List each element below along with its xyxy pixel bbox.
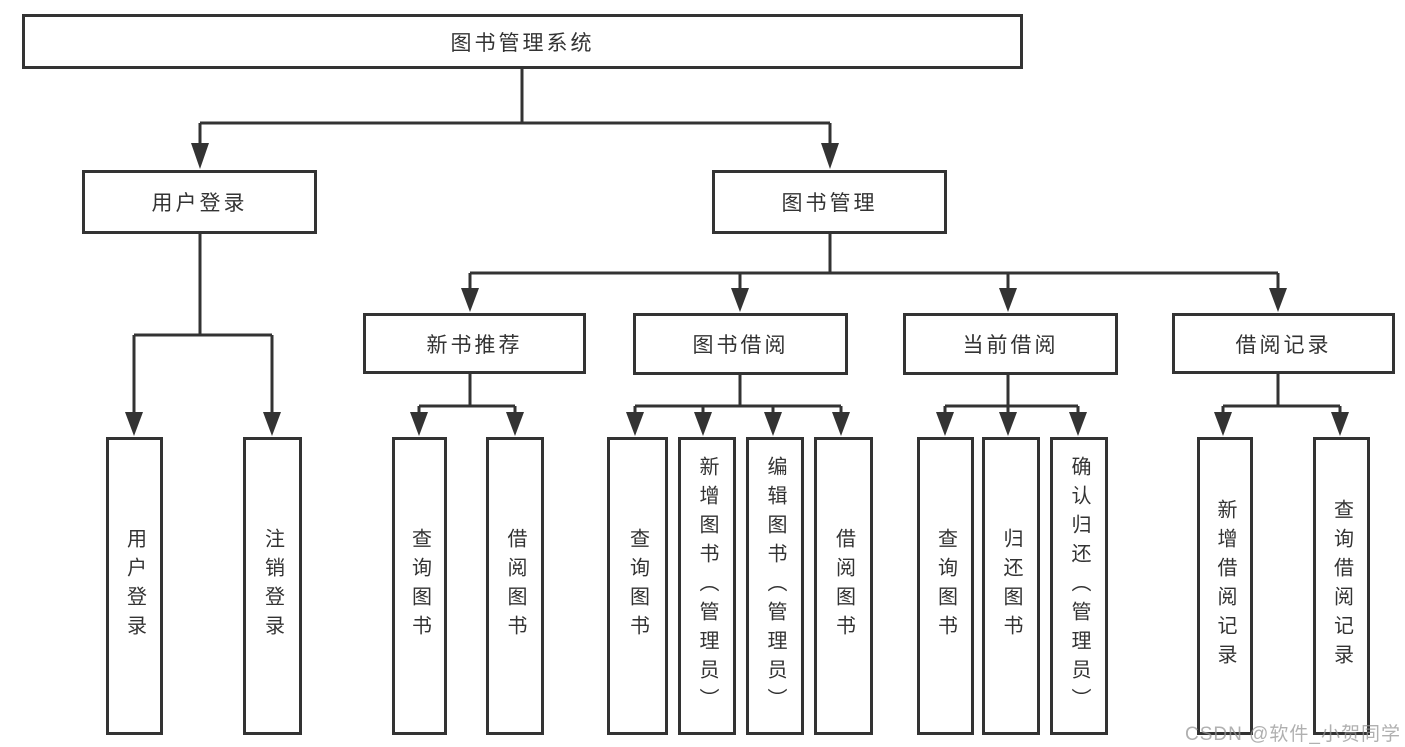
arrowhead xyxy=(832,412,850,436)
leaf-borrowing-borrow-books: 借阅图书 xyxy=(814,437,873,735)
arrowhead xyxy=(125,412,143,436)
connector-borrow-records-to-leaves xyxy=(1214,374,1349,436)
arrowhead xyxy=(821,143,839,169)
csdn-watermark: CSDN @软件_小贺同学 xyxy=(1185,724,1401,745)
node-new-book-recommend: 新书推荐 xyxy=(363,313,586,374)
leaf-records-add-record-label: 新增借阅记录 xyxy=(1214,499,1236,673)
node-current-borrowing: 当前借阅 xyxy=(903,313,1118,375)
leaf-newbooks-query-books-label: 查询图书 xyxy=(408,528,431,644)
arrowhead xyxy=(1069,412,1087,436)
leaf-newbooks-borrow-books: 借阅图书 xyxy=(486,437,544,735)
node-book-borrowing: 图书借阅 xyxy=(633,313,848,375)
node-book-management-label: 图书管理 xyxy=(781,192,878,215)
leaf-current-query-books-label: 查询图书 xyxy=(934,528,957,644)
arrowhead xyxy=(694,412,712,436)
leaf-current-return-books: 归还图书 xyxy=(982,437,1040,735)
arrowhead xyxy=(764,412,782,436)
leaf-current-query-books: 查询图书 xyxy=(917,437,974,735)
arrowhead xyxy=(263,412,281,436)
leaf-borrowing-edit-books-admin: 编辑图书（管理员） xyxy=(746,437,804,735)
leaf-user-login-label: 用户登录 xyxy=(123,528,146,644)
leaf-records-query-record-label: 查询借阅记录 xyxy=(1330,499,1353,673)
arrowhead xyxy=(936,412,954,436)
leaf-user-login: 用户登录 xyxy=(106,437,163,735)
connector-user-login-to-leaves xyxy=(125,234,281,436)
leaf-borrowing-edit-books-admin-label: 编辑图书（管理员） xyxy=(764,455,786,717)
leaf-borrowing-add-books-admin-label: 新增图书（管理员） xyxy=(696,455,718,717)
node-root-label: 图书管理系统 xyxy=(450,31,595,55)
leaf-current-confirm-return-admin-label: 确认归还（管理员） xyxy=(1068,455,1090,717)
leaf-current-confirm-return-admin: 确认归还（管理员） xyxy=(1050,437,1108,735)
arrowhead xyxy=(191,143,209,169)
arrowhead xyxy=(626,412,644,436)
leaf-logout-login-label: 注销登录 xyxy=(261,528,284,644)
connector-current-borrow-to-leaves xyxy=(936,375,1087,436)
node-book-management: 图书管理 xyxy=(712,170,947,234)
connector-book-mgmt-to-level3 xyxy=(461,234,1287,312)
arrowhead xyxy=(410,412,428,436)
arrowhead xyxy=(1331,412,1349,436)
node-borrowing-records: 借阅记录 xyxy=(1172,313,1395,374)
node-book-borrowing-label: 图书借阅 xyxy=(692,334,789,357)
arrowhead xyxy=(731,288,749,312)
leaf-current-return-books-label: 归还图书 xyxy=(1000,528,1022,644)
arrowhead xyxy=(1214,412,1232,436)
leaf-borrowing-query-books: 查询图书 xyxy=(607,437,668,735)
connector-book-borrow-to-leaves xyxy=(626,375,850,436)
leaf-newbooks-query-books: 查询图书 xyxy=(392,437,447,735)
node-root-system: 图书管理系统 xyxy=(22,14,1023,69)
connector-root-to-level2 xyxy=(191,69,839,169)
leaf-borrowing-add-books-admin: 新增图书（管理员） xyxy=(678,437,736,735)
connector-new-books-to-leaves xyxy=(410,374,524,436)
node-current-borrowing-label: 当前借阅 xyxy=(962,334,1059,357)
arrowhead xyxy=(506,412,524,436)
arrowhead xyxy=(999,412,1017,436)
leaf-newbooks-borrow-books-label: 借阅图书 xyxy=(504,528,526,644)
node-new-book-recommend-label: 新书推荐 xyxy=(426,333,523,357)
arrowhead xyxy=(1269,288,1287,312)
node-borrowing-records-label: 借阅记录 xyxy=(1235,333,1332,357)
leaf-records-query-record: 查询借阅记录 xyxy=(1313,437,1370,735)
leaf-records-add-record: 新增借阅记录 xyxy=(1197,437,1253,735)
leaf-logout-login: 注销登录 xyxy=(243,437,302,735)
leaf-borrowing-query-books-label: 查询图书 xyxy=(626,528,649,644)
arrowhead xyxy=(999,288,1017,312)
node-user-login-label: 用户登录 xyxy=(151,192,248,215)
leaf-borrowing-borrow-books-label: 借阅图书 xyxy=(832,528,855,644)
node-user-login: 用户登录 xyxy=(82,170,317,234)
arrowhead xyxy=(461,288,479,312)
